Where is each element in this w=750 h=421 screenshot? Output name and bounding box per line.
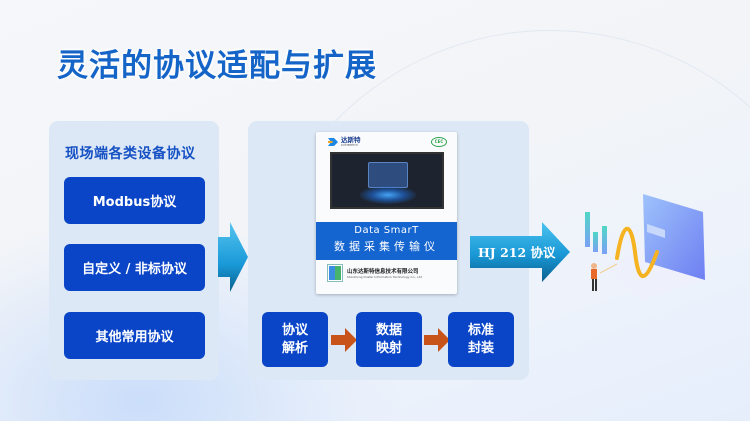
step-label-line2: 映射 [375, 340, 402, 356]
step-label-line2: 解析 [281, 340, 308, 356]
laptop-analytics-illustration [585, 194, 705, 300]
login-dialog [368, 162, 408, 188]
arrow-right-icon [470, 222, 570, 282]
device-protocols-panel: 现场端各类设备协议 Modbus协议 自定义 / 非标协议 其他常用协议 [49, 121, 219, 380]
brand-name-en: DUSTERTECH [341, 143, 358, 147]
product-name-en: Data SmarT [354, 225, 419, 236]
product-name-cn: 数据采集传输仪 [334, 240, 439, 253]
step-label-line1: 协议 [281, 322, 308, 338]
step-standard-packaging[interactable]: 标准封装 [448, 312, 514, 367]
step-protocol-parse[interactable]: 协议解析 [262, 312, 328, 367]
step-data-mapping[interactable]: 数据映射 [356, 312, 422, 367]
company-footer: 山东达斯特信息技术有限公司 ShanDong Duster Informatio… [327, 264, 423, 282]
certification-badge: CEC [431, 137, 447, 147]
step-label-line2: 封装 [467, 340, 494, 356]
protocol-modbus-button[interactable]: Modbus协议 [64, 177, 205, 224]
page-title: 灵活的协议适配与扩展 [57, 48, 377, 84]
arrow-right-icon [331, 328, 357, 352]
qr-code-icon [327, 264, 343, 282]
protocol-other-button[interactable]: 其他常用协议 [64, 312, 205, 359]
output-protocol-label: HJ 212 协议 [478, 244, 556, 260]
brand-name: 达斯特 [341, 136, 361, 144]
panel-heading: 现场端各类设备协议 [65, 146, 196, 162]
brand-logo: 达斯特 DUSTERTECH [328, 137, 361, 147]
device-product-image: 达斯特 DUSTERTECH CEC Data SmarT 数据采集传输仪 山东… [316, 132, 457, 294]
arrow-right-icon [218, 222, 248, 292]
step-label-line1: 数据 [375, 322, 402, 338]
screen-glow [360, 186, 416, 204]
product-name-band: Data SmarT 数据采集传输仪 [316, 222, 457, 260]
company-name-en: ShanDong Duster Information Technology C… [347, 275, 423, 279]
brand-logo-icon [328, 137, 338, 146]
protocol-custom-button[interactable]: 自定义 / 非标协议 [64, 244, 205, 291]
device-screen [330, 152, 444, 209]
arrow-right-icon [424, 328, 450, 352]
company-name: 山东达斯特信息技术有限公司 [347, 269, 419, 275]
step-label-line1: 标准 [467, 322, 494, 338]
